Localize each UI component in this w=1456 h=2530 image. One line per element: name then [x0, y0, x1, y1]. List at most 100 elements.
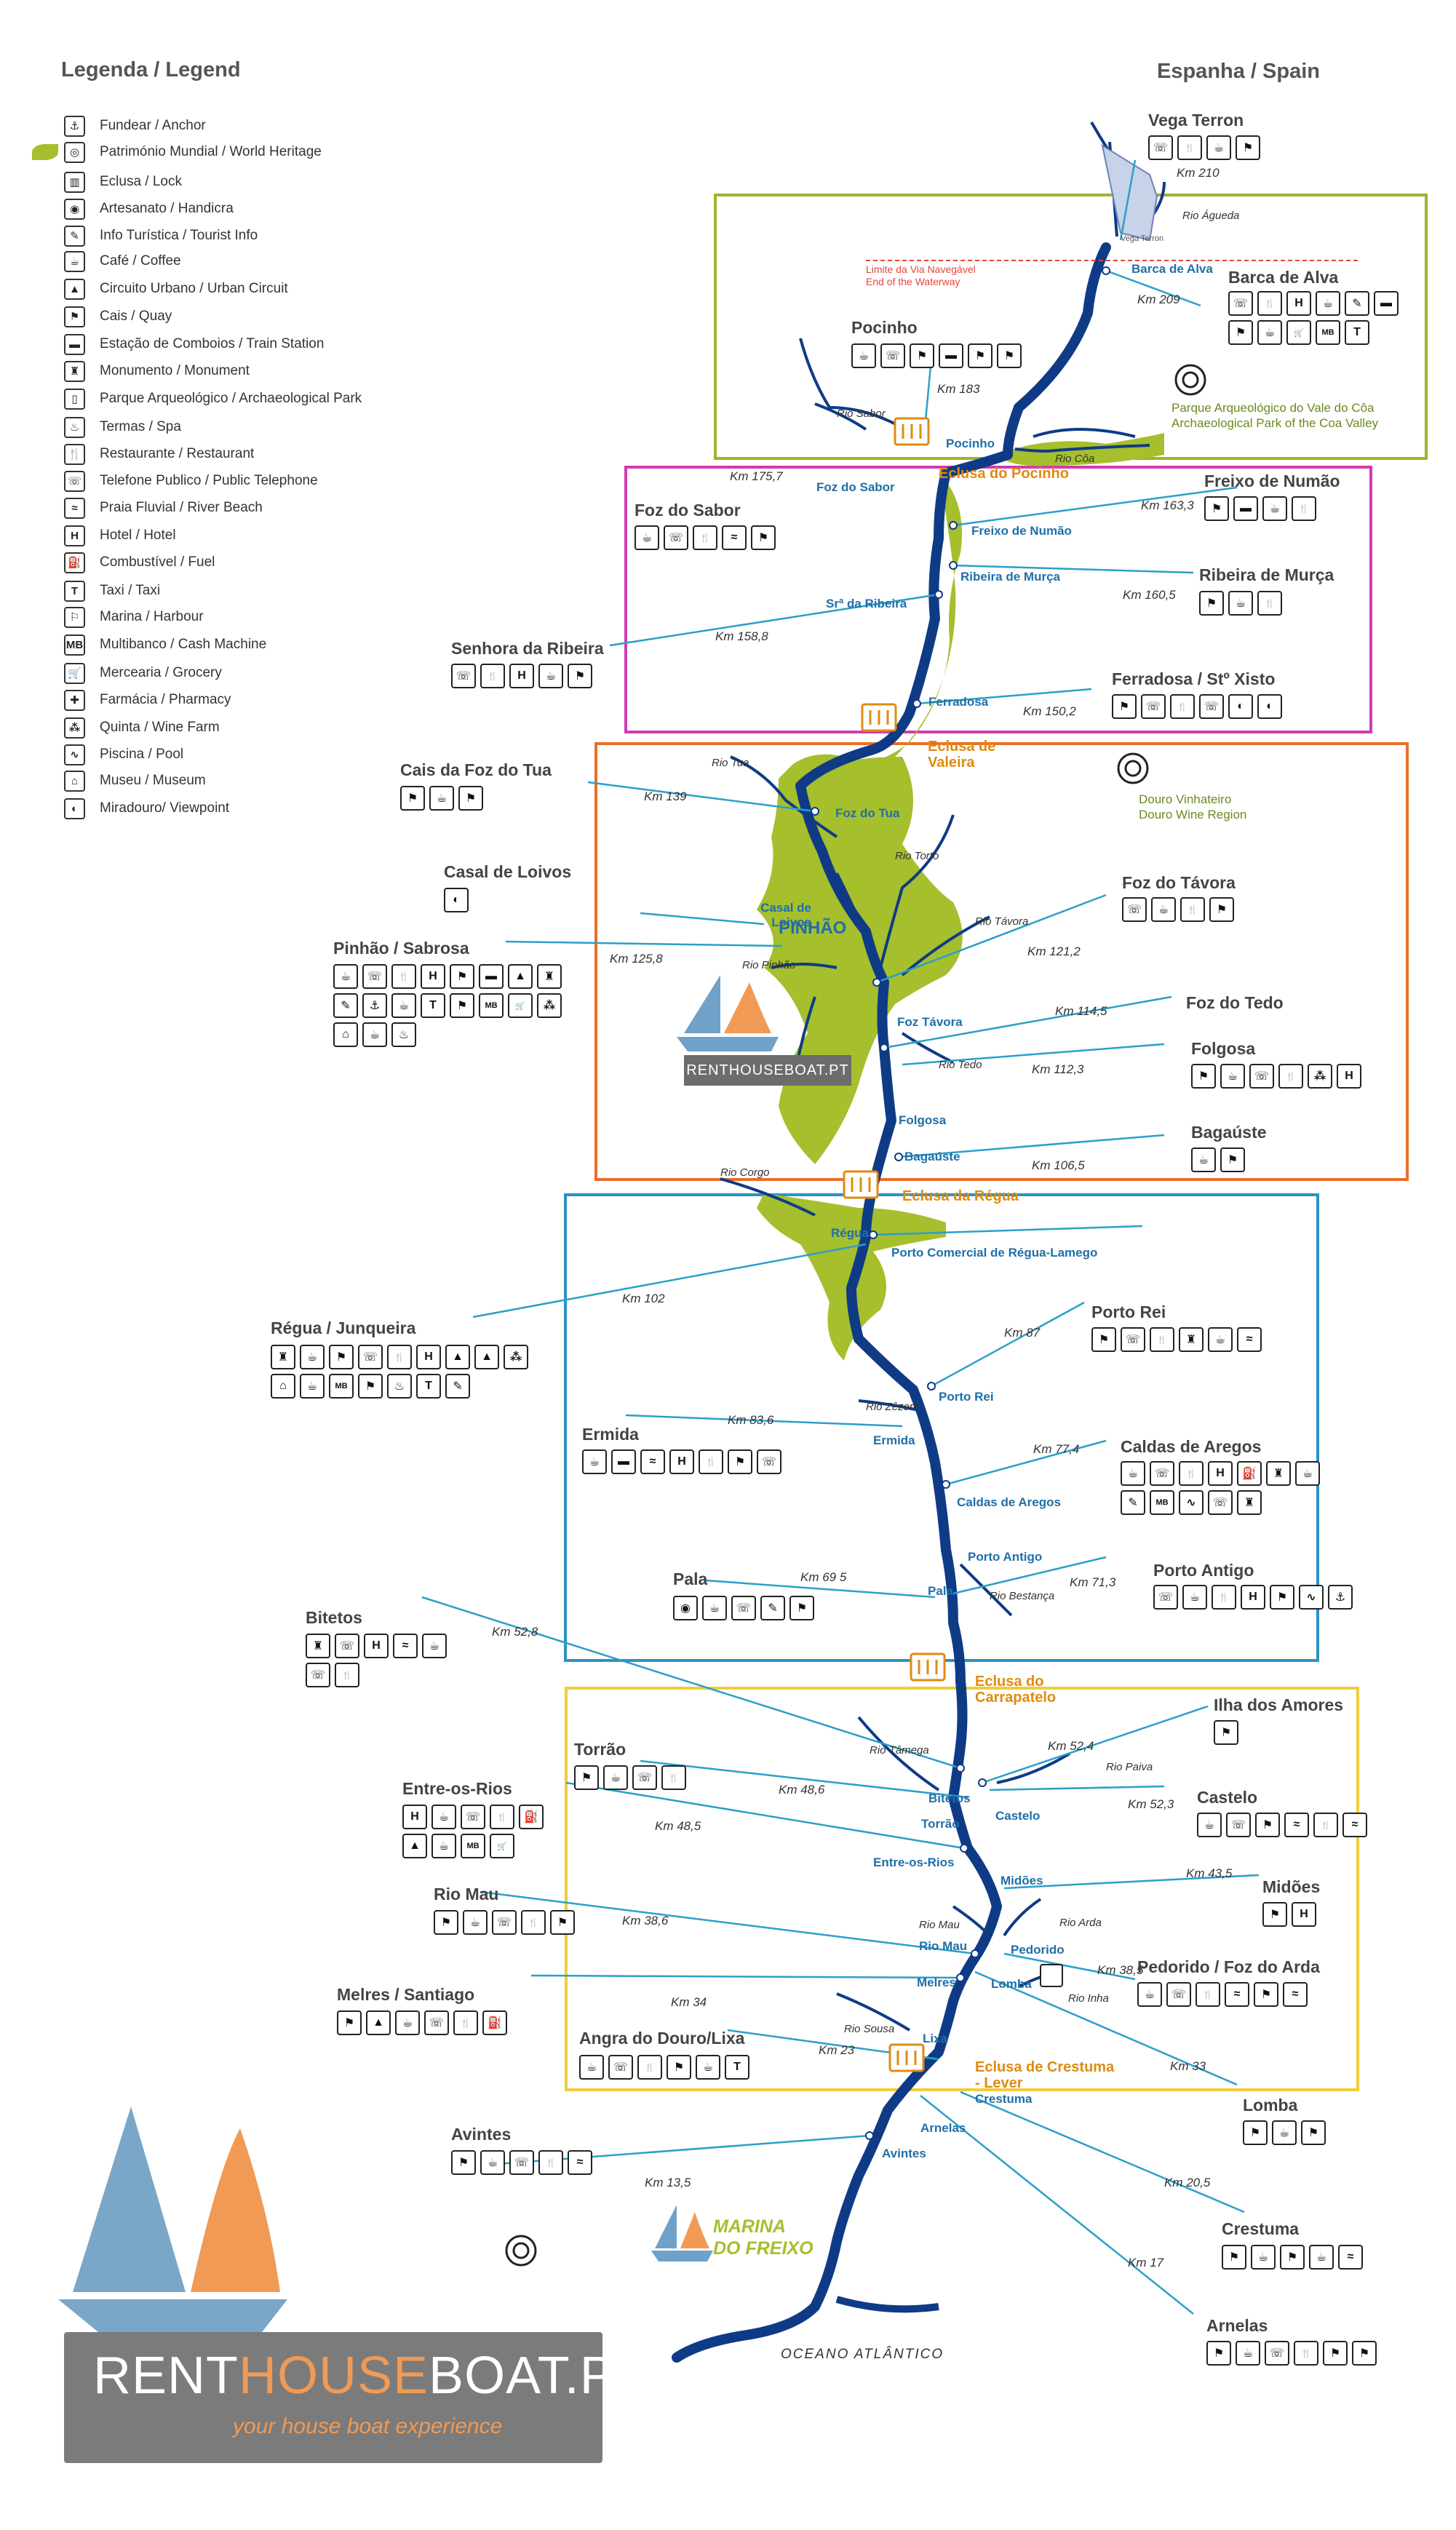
wp-porto-rei: Porto Rei — [939, 1390, 994, 1404]
legend-item-label: Piscina / Pool — [100, 747, 184, 762]
amenity-icon: ☕ — [431, 1834, 456, 1858]
amenity-icon: ☕ — [538, 664, 563, 688]
amenity-icon: 🛒 — [1286, 320, 1311, 345]
amenity-icon: ⚑ — [1214, 1720, 1238, 1745]
amenity-icon: ▲ — [366, 2010, 391, 2035]
amenity-icon: ⚑ — [458, 786, 483, 811]
legend-title: Legenda / Legend — [61, 58, 241, 81]
km-label: Km 139 — [644, 789, 687, 803]
amenity-icon: 🍴 — [699, 1449, 723, 1474]
km-label: Km 163,3 — [1141, 498, 1194, 512]
amenity-icon: ⚑ — [1301, 2120, 1326, 2145]
quay-icon: ⚑ — [64, 306, 85, 327]
wp-barca-de-alva: Barca de Alva — [1131, 262, 1213, 276]
legend-item-label: Parque Arqueológico / Archaeological Par… — [100, 391, 362, 406]
legend-item-label: Fundear / Anchor — [100, 118, 206, 133]
amenity-icon: ☕ — [300, 1374, 325, 1399]
river-label-coa: Rio Côa — [1055, 453, 1095, 465]
lock-label-valeira: Eclusa de Valeira — [928, 739, 996, 771]
amenity-icon: ☕ — [1191, 1147, 1216, 1172]
amenity-icon: ☕ — [1262, 496, 1287, 521]
amenity-icon: ♜ — [1266, 1461, 1291, 1486]
place-name-r-gua-junqueira: Régua / Junqueira — [271, 1318, 416, 1337]
river-label-inha: Rio Inha — [1068, 1992, 1109, 2005]
amenity-icon: ☏ — [509, 2150, 534, 2175]
river-label-sabor: Rio Sabor — [837, 407, 886, 420]
amenity-icon: ♨ — [391, 1022, 416, 1047]
amenity-icon: ⚑ — [789, 1596, 814, 1620]
km-label: Km 158,8 — [715, 629, 768, 643]
wp-folgosa: Folgosa — [899, 1113, 947, 1127]
legend-item: ▬Estação de Comboios / Train Station — [64, 333, 324, 355]
legend-item: 🍴Restaurante / Restaurant — [64, 443, 254, 465]
place-icons-ribeira-de-mur-a: ⚑☕🍴 — [1199, 591, 1345, 616]
amenity-icon: ☏ — [451, 664, 476, 688]
place-name-crestuma: Crestuma — [1222, 2219, 1300, 2238]
place-icons-mid-es: ⚑H — [1262, 1902, 1372, 1927]
wp-bitetos: Bitetos — [928, 1791, 971, 1805]
lock-label-carrapatelo: Eclusa do Carrapatelo — [975, 1674, 1057, 1706]
taxi-icon: T — [64, 580, 85, 602]
amenity-icon: ⚑ — [1112, 694, 1137, 719]
amenity-icon: 🍴 — [1212, 1585, 1236, 1610]
place-name-foz-do-tedo: Foz do Tedo — [1186, 993, 1284, 1012]
km-label: Km 102 — [622, 1292, 665, 1305]
legend-item-label: Praia Fluvial / River Beach — [100, 500, 263, 515]
place-name-barca-de-alva: Barca de Alva — [1228, 268, 1339, 287]
legend-item-label: Café / Coffee — [100, 253, 181, 268]
legend-item-label: Cais / Quay — [100, 309, 172, 324]
amenity-icon: 🍴 — [1257, 591, 1282, 616]
km-label: Km 150,2 — [1023, 704, 1076, 718]
amenity-icon: ☕ — [702, 1596, 727, 1620]
amenity-icon: ☕ — [1236, 2341, 1260, 2366]
small-sailboat-icon — [677, 975, 779, 1051]
amenity-icon: ⚑ — [1236, 135, 1260, 160]
place-name-pocinho: Pocinho — [851, 318, 918, 337]
km-label: Km 210 — [1177, 166, 1220, 180]
wp-lomba: Lomba — [991, 1977, 1032, 1991]
river-label-arda: Rio Arda — [1059, 1917, 1102, 1929]
place-icons-bitetos: ♜☏H≈☕☏🍴 — [306, 1634, 451, 1687]
legend-item: ⚐Marina / Harbour — [64, 606, 204, 628]
river-label-pinhao: Rio Pinhão — [742, 959, 796, 971]
legend-item-label: Telefone Publico / Public Telephone — [100, 473, 318, 488]
legend-item-label: Eclusa / Lock — [100, 174, 182, 189]
wp-arnelas: Arnelas — [920, 2121, 966, 2135]
river-label-mau: Rio Mau — [919, 1919, 960, 1931]
amenity-icon: ≈ — [1338, 2245, 1363, 2270]
world-heritage-icon: ◎ — [64, 141, 85, 163]
legend-item: ⚑ Cais / Quay — [64, 306, 172, 327]
km-label: Km 23 — [819, 2043, 855, 2057]
amenity-icon: MB — [479, 993, 504, 1018]
legend-item-label: Mercearia / Grocery — [100, 665, 222, 680]
coffee-icon: ☕ — [64, 250, 85, 272]
river-label-sousa: Rio Sousa — [844, 2023, 895, 2035]
amenity-icon: ⚓ — [362, 993, 387, 1018]
place-name-folgosa: Folgosa — [1191, 1039, 1256, 1058]
amenity-icon: ☕ — [1295, 1461, 1320, 1486]
amenity-icon: ▬ — [1374, 291, 1399, 316]
amenity-icon: ☏ — [1141, 694, 1166, 719]
amenity-icon: ☏ — [880, 343, 905, 368]
amenity-icon: ⁂ — [1308, 1064, 1332, 1089]
tributaries — [720, 122, 1166, 2032]
amenity-icon: ⚑ — [1280, 2245, 1305, 2270]
amenity-icon: ☕ — [1197, 1813, 1222, 1837]
place-name-entre-os-rios: Entre-os-Rios — [402, 1779, 512, 1798]
place-name-pinh-o-sabrosa: Pinhão / Sabrosa — [333, 939, 469, 958]
place-name-pala: Pala — [673, 1570, 708, 1588]
small-brand-logo: RENTHOUSEBOAT.PT — [684, 1055, 851, 1086]
amenity-icon: ≈ — [1225, 1982, 1249, 2007]
amenity-icon: ⚑ — [1255, 1813, 1280, 1837]
amenity-icon: ✎ — [445, 1374, 470, 1399]
monument-icon: ♜ — [64, 360, 85, 382]
amenity-icon: ∿ — [1299, 1585, 1324, 1610]
wp-porto-comercial: Porto Comercial de Régua-Lamego — [891, 1246, 1098, 1260]
river-label-agueda: Rio Águeda — [1182, 210, 1240, 222]
legend-item: ⛽Combustível / Fuel — [64, 552, 215, 573]
handicraft-icon: ◉ — [64, 198, 85, 220]
legend-item: ▯Parque Arqueológico / Archaeological Pa… — [64, 388, 362, 410]
amenity-icon: ☕ — [579, 2055, 604, 2080]
